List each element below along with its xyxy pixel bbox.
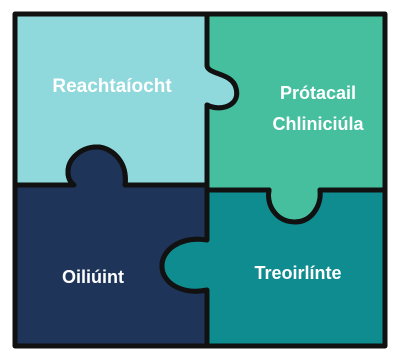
piece-top-left — [12, 11, 240, 188]
label-bottom-left: Oiliúint — [62, 267, 124, 287]
label-top-right-line2: Chliniciúla — [272, 114, 364, 134]
piece-bottom-right — [159, 187, 388, 349]
label-bottom-right: Treoirlínte — [254, 263, 341, 283]
label-top-left: Reachtaíocht — [52, 76, 172, 97]
label-top-right-line1: Prótacail — [280, 83, 356, 103]
